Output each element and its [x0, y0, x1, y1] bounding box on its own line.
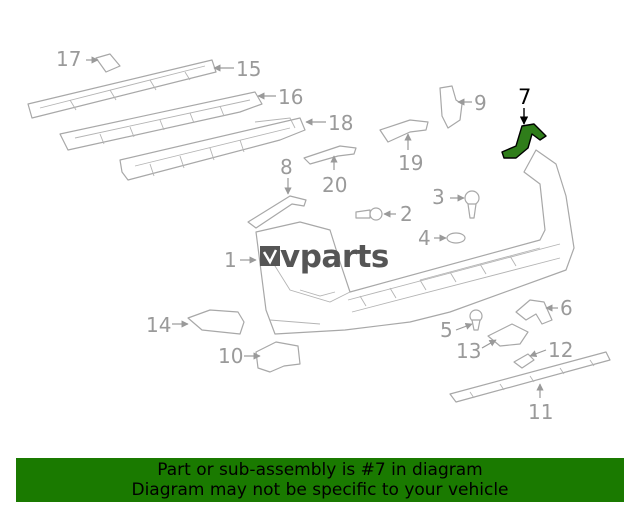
callout-10[interactable]: 10 [218, 344, 243, 368]
part-17-shape[interactable] [95, 53, 121, 73]
part-19-shape[interactable] [379, 119, 429, 143]
part-6-shape[interactable] [515, 299, 553, 325]
callout-2[interactable]: 2 [400, 202, 413, 226]
part-8-shape[interactable] [247, 195, 307, 229]
part-20-shape[interactable] [303, 145, 357, 165]
callout-17[interactable]: 17 [56, 47, 81, 71]
part-5-shape[interactable] [469, 309, 483, 331]
callout-18[interactable]: 18 [328, 111, 353, 135]
callout-15[interactable]: 15 [236, 57, 261, 81]
part-12-shape[interactable] [513, 353, 535, 369]
part-11-shape[interactable] [449, 351, 611, 403]
callout-4[interactable]: 4 [418, 226, 431, 250]
logo-text: vparts [280, 239, 389, 275]
vparts-logo: vparts [260, 239, 389, 275]
callout-6[interactable]: 6 [560, 296, 573, 320]
callout-16[interactable]: 16 [278, 85, 303, 109]
callout-8[interactable]: 8 [280, 155, 293, 179]
part-9-shape[interactable] [439, 85, 463, 129]
banner-line-1: Part or sub-assembly is #7 in diagram [157, 460, 483, 480]
part-15-shape[interactable] [27, 59, 217, 119]
parts-diagram: 17 15 16 18 9 7 19 8 20 3 2 4 1 6 14 5 1… [27, 47, 611, 424]
part-3-shape[interactable] [464, 190, 480, 219]
callout-12[interactable]: 12 [548, 338, 573, 362]
banner-line-2: Diagram may not be specific to your vehi… [131, 480, 509, 500]
part-7-shape[interactable] [501, 123, 547, 159]
part-16-shape[interactable] [59, 91, 263, 151]
part-14-shape[interactable] [187, 309, 245, 335]
callout-5[interactable]: 5 [440, 318, 453, 342]
callout-11[interactable]: 11 [528, 400, 553, 424]
callout-7[interactable]: 7 [518, 85, 531, 109]
leader-lines [86, 56, 558, 398]
callout-13[interactable]: 13 [456, 339, 481, 363]
callout-19[interactable]: 19 [398, 151, 423, 175]
callout-9[interactable]: 9 [474, 91, 487, 115]
callout-labels: 17 15 16 18 9 7 19 8 20 3 2 4 1 6 14 5 1… [56, 47, 573, 424]
callout-20[interactable]: 20 [322, 173, 347, 197]
part-13-shape[interactable] [487, 323, 529, 347]
part-10-shape[interactable] [255, 341, 301, 373]
part-4-shape[interactable] [446, 232, 466, 244]
part-1-shape[interactable] [255, 149, 575, 335]
info-banner: Part or sub-assembly is #7 in diagram Di… [16, 458, 624, 502]
part-2-shape[interactable] [355, 207, 383, 221]
part-18-shape[interactable] [119, 117, 306, 181]
callout-3[interactable]: 3 [432, 185, 445, 209]
callout-1[interactable]: 1 [224, 248, 237, 272]
callout-14[interactable]: 14 [146, 313, 171, 337]
